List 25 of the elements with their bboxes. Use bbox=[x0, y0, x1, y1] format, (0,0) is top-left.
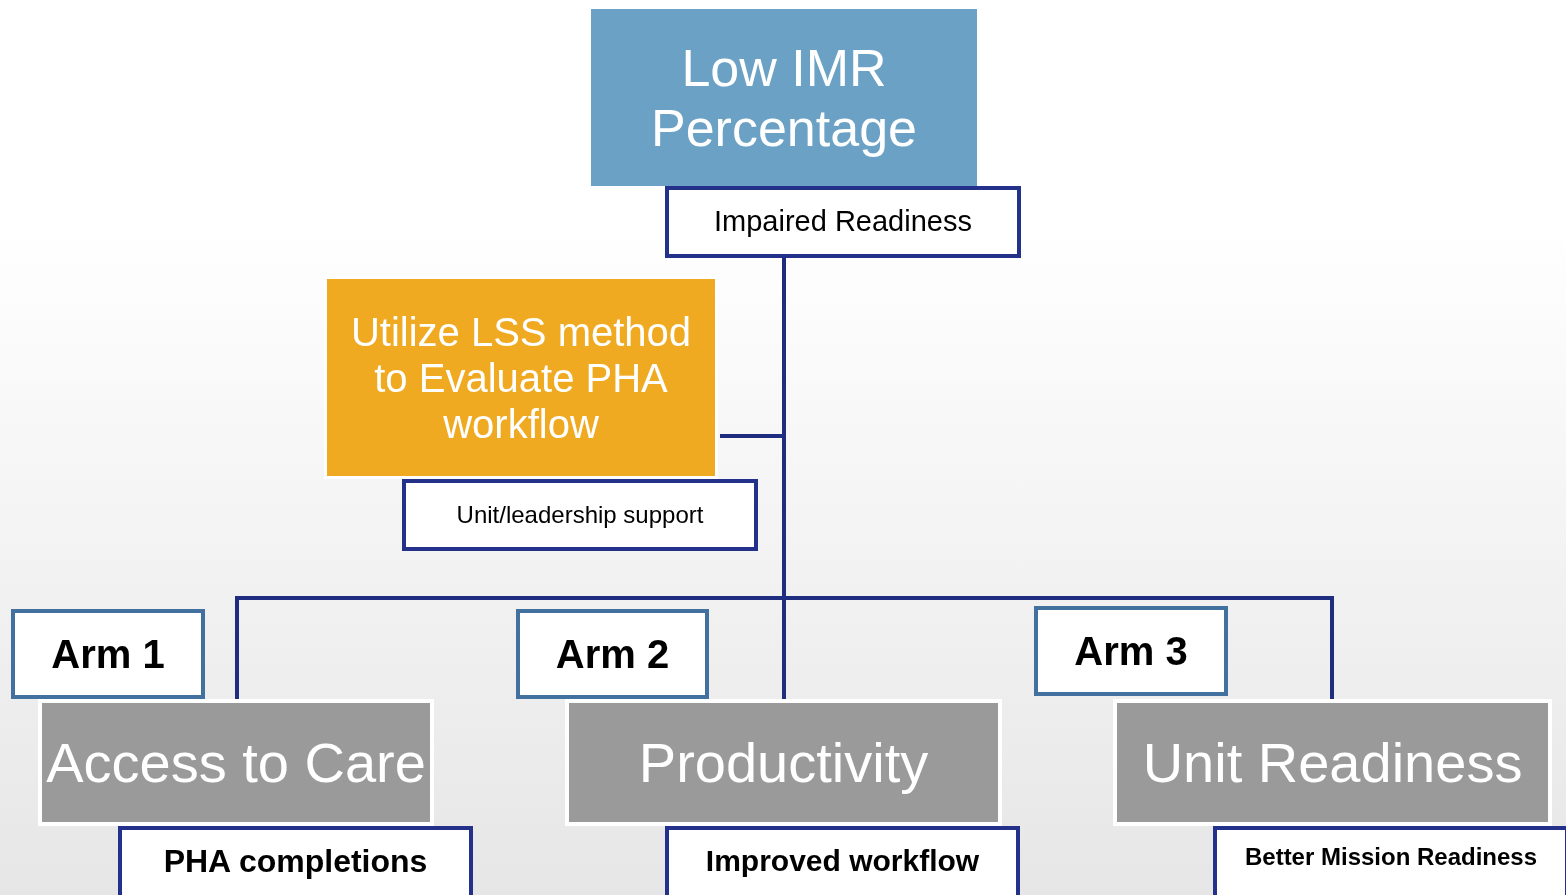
box-text: Better Mission Readiness bbox=[1244, 844, 1538, 871]
box-text: Arm 2 bbox=[555, 631, 670, 677]
box-text: Unit/leadership support bbox=[456, 501, 704, 529]
box-text: Arm 3 bbox=[1074, 628, 1188, 674]
box-text: Utilize LSS method to Evaluate PHA workflow bbox=[349, 308, 693, 447]
category-box bbox=[1113, 699, 1552, 826]
arm-label-box bbox=[516, 609, 709, 699]
goal-box bbox=[591, 9, 977, 186]
label-box bbox=[665, 186, 1021, 258]
box-text: Access to Care bbox=[46, 734, 426, 791]
category-box bbox=[38, 699, 434, 826]
outcome-box bbox=[665, 826, 1020, 895]
box-text: Arm 1 bbox=[51, 631, 165, 677]
arm-label-box bbox=[1034, 606, 1228, 696]
box-text: Low IMR Percentage bbox=[650, 37, 918, 158]
label-box bbox=[402, 479, 758, 551]
category-box bbox=[565, 699, 1002, 826]
box-text: PHA completions bbox=[163, 844, 428, 880]
outcome-box bbox=[1213, 826, 1566, 895]
box-text: Improved workflow bbox=[705, 844, 980, 877]
arm-label-box bbox=[11, 609, 205, 699]
method-box bbox=[324, 276, 718, 479]
box-text: Impaired Readiness bbox=[714, 206, 972, 238]
outcome-box bbox=[118, 826, 473, 895]
box-text: Unit Readiness bbox=[1142, 734, 1523, 791]
